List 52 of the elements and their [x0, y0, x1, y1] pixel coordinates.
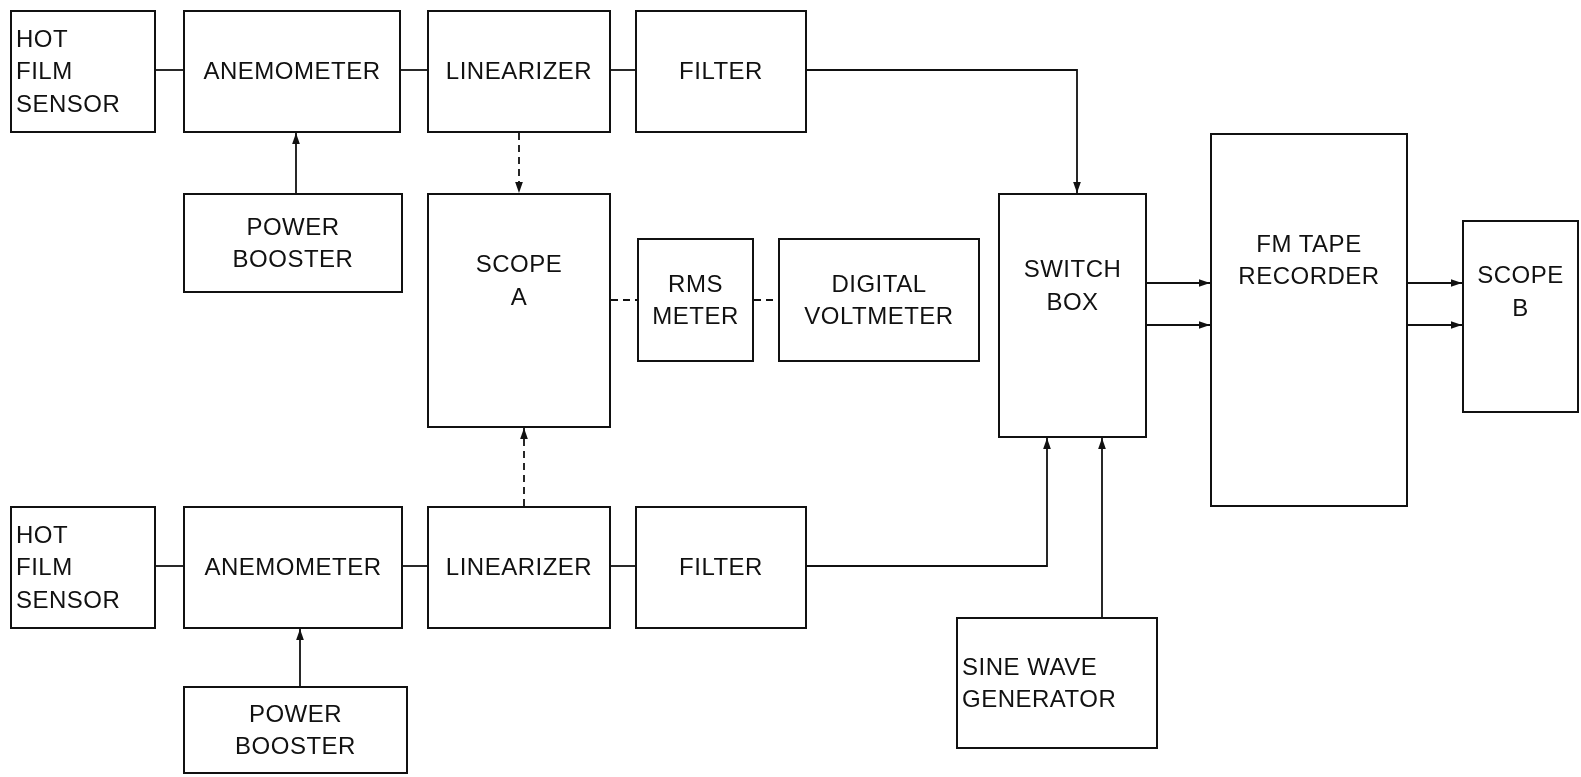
connector — [806, 437, 1051, 567]
block-box — [427, 193, 611, 428]
block-label: SWITCH BOX — [1022, 254, 1123, 317]
block-label: POWER BOOSTER — [231, 211, 355, 274]
block-box — [778, 238, 980, 362]
block-label: FM TAPE RECORDER — [1237, 228, 1381, 291]
connector — [402, 565, 428, 567]
block-label: LINEARIZER — [445, 56, 593, 87]
connector — [1146, 279, 1211, 287]
block-box — [427, 10, 611, 133]
connector — [1407, 279, 1463, 287]
block-box — [10, 10, 156, 133]
connector — [400, 69, 428, 71]
block-box — [635, 10, 807, 133]
connector — [806, 69, 1081, 194]
connector — [610, 565, 636, 567]
block-label: LINEARIZER — [445, 552, 593, 583]
block-label: SCOPE A — [474, 249, 564, 312]
connector — [296, 628, 304, 687]
connector — [1146, 321, 1211, 329]
block-box — [183, 10, 401, 133]
block-box — [1210, 133, 1408, 507]
block-label: POWER BOOSTER — [234, 698, 357, 761]
connector — [610, 69, 636, 71]
block-label: SINE WAVE GENERATOR — [962, 651, 1117, 714]
connector — [155, 565, 184, 567]
connector — [292, 132, 300, 194]
block-label: FILTER — [679, 552, 763, 583]
block-label: DIGITAL VOLTMETER — [803, 268, 955, 331]
block-box — [183, 506, 403, 629]
block-box — [10, 506, 156, 629]
block-box — [956, 617, 1158, 749]
block-label: ANEMOMETER — [203, 56, 381, 87]
connector — [1407, 321, 1463, 329]
dashed-connector — [515, 132, 523, 194]
block-label: HOT FILM SENSOR — [16, 23, 121, 119]
block-label: ANEMOMETER — [204, 552, 382, 583]
block-label: FILTER — [679, 56, 763, 87]
block-box — [998, 193, 1147, 438]
dashed-connector — [610, 299, 638, 301]
block-box — [1462, 220, 1579, 413]
block-box — [635, 506, 807, 629]
block-label: SCOPE B — [1476, 260, 1565, 323]
block-box — [427, 506, 611, 629]
block-label: HOT FILM SENSOR — [16, 519, 121, 615]
block-box — [183, 686, 408, 774]
connector — [155, 69, 184, 71]
block-box — [637, 238, 754, 362]
dashed-connector — [520, 427, 528, 507]
block-box — [183, 193, 403, 293]
block-label: RMS METER — [651, 268, 740, 331]
connector — [1098, 437, 1106, 618]
